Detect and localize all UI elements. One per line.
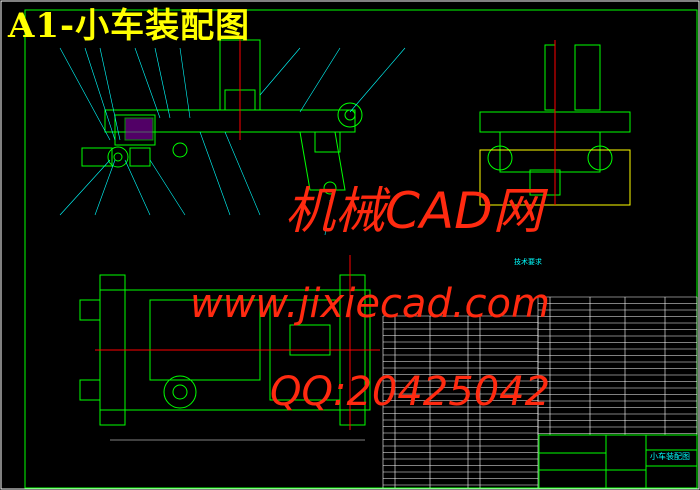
watermark-url: www.jixiecad.com: [190, 281, 550, 327]
title-block-name: 小车装配图: [650, 452, 690, 461]
title-block: [538, 434, 698, 489]
front-view: [81, 39, 363, 195]
parts-list-table: [382, 296, 698, 488]
drawing-frame: [24, 9, 698, 489]
technical-requirements-heading: 技术要求: [514, 258, 542, 266]
drawing-title: A1-小车装配图: [8, 6, 251, 46]
watermark-qq: QQ:20425042: [270, 369, 551, 415]
leader-lines: [59, 47, 406, 236]
watermark-site-name: 机械CAD网: [285, 182, 543, 240]
